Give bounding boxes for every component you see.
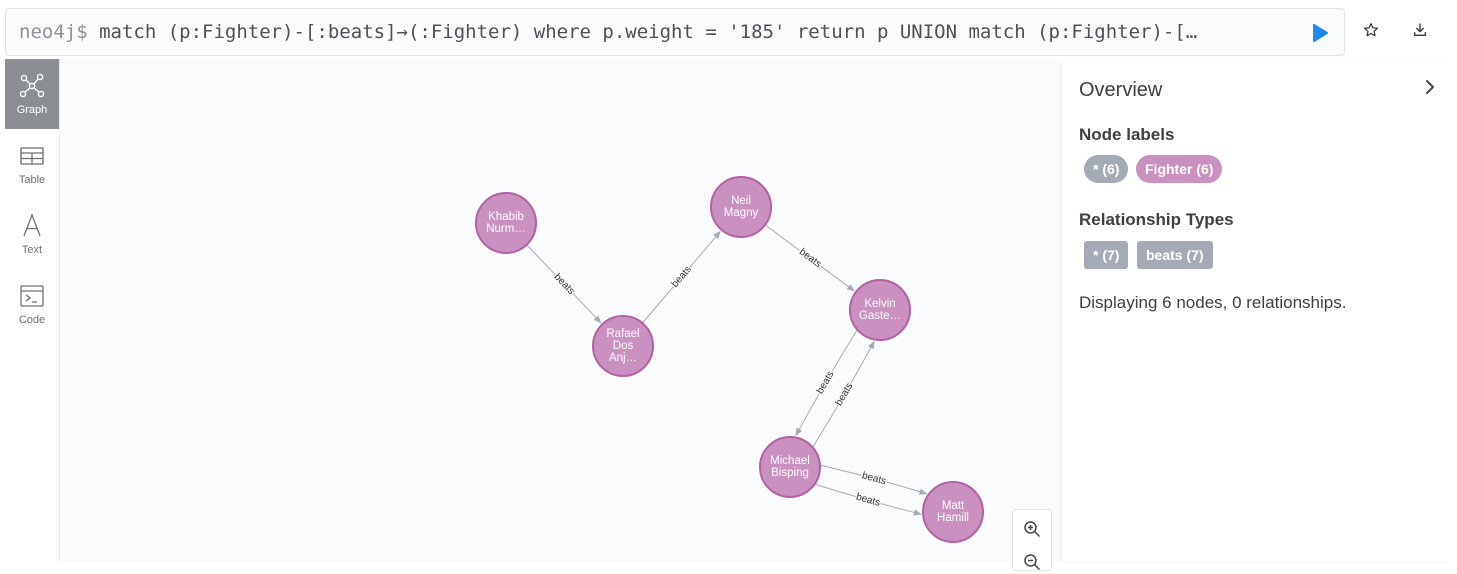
node-caption: Gaste… (859, 310, 901, 322)
node-caption: Anj… (609, 352, 637, 364)
relationship-label: beats (855, 492, 882, 509)
node-caption: Dos (613, 340, 634, 352)
relationship-label-group: beats (832, 380, 856, 409)
star-icon (1364, 23, 1378, 37)
node-circle[interactable] (475, 192, 537, 254)
overview-summary: Displaying 6 nodes, 0 relationships. (1079, 293, 1347, 312)
query-editor[interactable]: neo4j$ match (p:Fighter)-[:beats]→(:Figh… (5, 8, 1345, 56)
sidebar-item-label: Text (21, 244, 43, 256)
query-text[interactable]: neo4j$ match (p:Fighter)-[:beats]→(:Figh… (6, 21, 1284, 43)
node-caption: Rafael (606, 328, 639, 340)
sidebar-item-label: Code (18, 314, 46, 326)
relationship-type-pill-all[interactable]: * (7) (1084, 241, 1129, 269)
node-circle[interactable] (849, 279, 911, 341)
node-circle[interactable] (710, 176, 772, 238)
node-caption: Khabib (488, 211, 524, 223)
sidebar-item-text[interactable]: Text (5, 199, 59, 269)
query-prompt: neo4j$ (19, 21, 88, 43)
relationship-label-group: beats (813, 368, 837, 397)
node-circle[interactable] (759, 436, 821, 498)
run-query-button[interactable] (1308, 21, 1332, 45)
graph-node-kelvin[interactable]: KelvinGaste… (849, 279, 911, 341)
node-label-pill-fighter[interactable]: Fighter (6) (1136, 155, 1223, 183)
node-labels-heading: Node labels (1079, 125, 1175, 144)
node-label-pill-all[interactable]: * (6) (1084, 155, 1129, 183)
chevron-right-icon (1426, 80, 1434, 94)
node-circle[interactable] (592, 315, 654, 377)
relationship-label-group: beats (854, 490, 883, 509)
query-input[interactable]: match (p:Fighter)-[:beats]→(:Fighter) wh… (99, 21, 1198, 43)
relationship-label: beats (834, 381, 856, 408)
node-caption: Michael (770, 455, 810, 467)
zoom-out-icon (1024, 554, 1041, 571)
sidebar-item-label: Graph (16, 104, 48, 116)
collapse-panel-button[interactable] (1420, 77, 1440, 97)
relationship-label: beats (861, 470, 888, 487)
sidebar-item-label: Table (18, 174, 46, 186)
relationship-type-pill-beats[interactable]: beats (7) (1137, 241, 1213, 269)
code-icon (20, 285, 44, 307)
graph-icon (19, 73, 45, 98)
node-circle[interactable] (922, 481, 984, 543)
node-caption: Kelvin (864, 298, 895, 310)
relationship-label-group: beats (796, 245, 825, 270)
sidebar-item-table[interactable]: Table (5, 129, 59, 199)
relationship-label-group: beats (860, 469, 889, 487)
sidebar-item-graph[interactable]: Graph (5, 59, 59, 129)
node-caption: Hamill (937, 512, 969, 524)
zoom-out-button[interactable] (1020, 550, 1044, 574)
download-button[interactable] (1408, 18, 1432, 42)
graph-node-khabib[interactable]: KhabibNurm… (475, 192, 537, 254)
text-icon (23, 213, 41, 237)
node-caption: Neil (731, 195, 751, 207)
table-icon (20, 147, 44, 165)
relationship-types-heading: Relationship Types (1079, 210, 1234, 229)
overview-panel: Overview Node labels * (6) Fighter (6) R… (1061, 63, 1451, 562)
favorite-button[interactable] (1359, 18, 1383, 42)
node-caption: Matt (942, 500, 965, 512)
overview-title: Overview (1079, 79, 1163, 101)
view-sidebar: Graph Table Text Code (5, 59, 60, 562)
zoom-in-icon (1024, 521, 1041, 538)
play-icon (1313, 24, 1328, 42)
graph-node-rafael[interactable]: RafaelDosAnj… (592, 315, 654, 377)
relationship-label: beats (815, 369, 837, 396)
node-caption: Nurm… (486, 223, 526, 235)
node-caption: Magny (724, 207, 759, 219)
download-icon (1414, 23, 1426, 36)
sidebar-item-code[interactable]: Code (5, 269, 59, 339)
node-caption: Bisping (771, 467, 809, 479)
zoom-in-button[interactable] (1020, 517, 1044, 541)
